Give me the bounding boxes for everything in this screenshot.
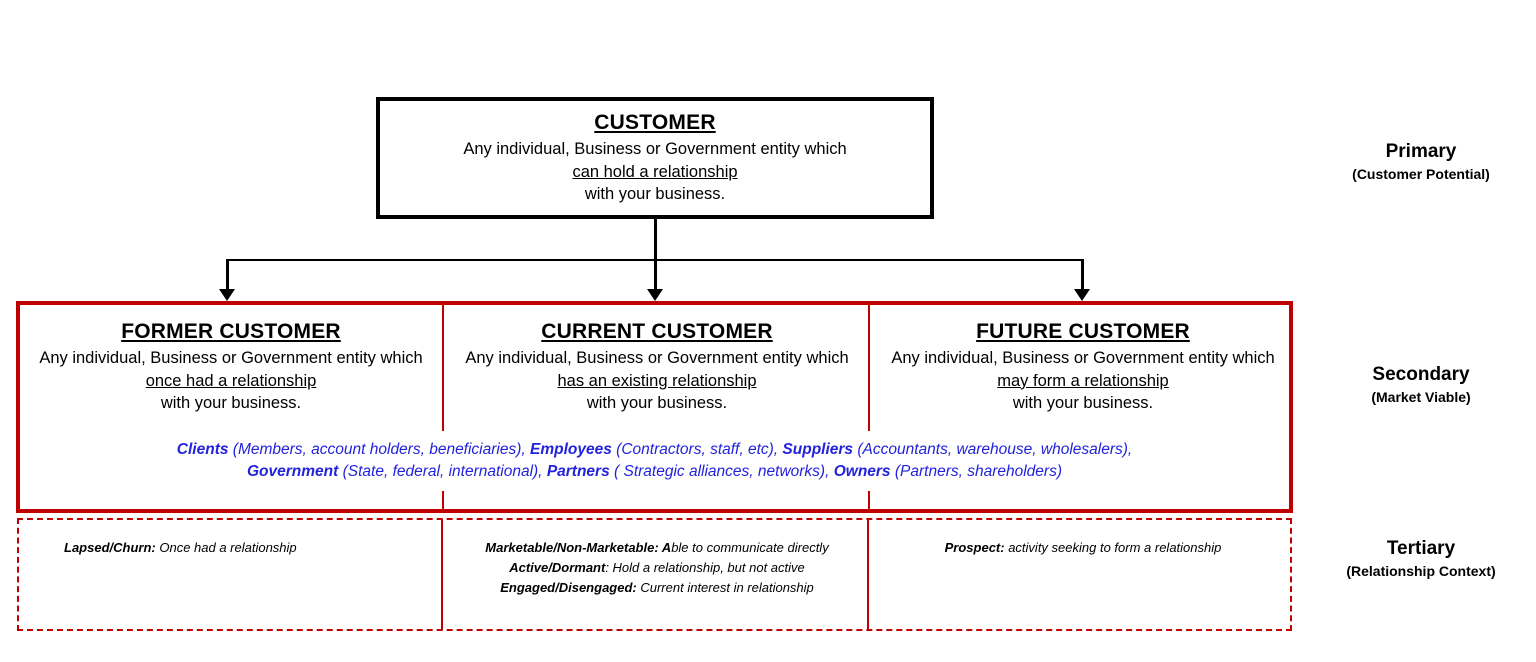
entity-types-block: Clients (Members, account holders, benef… — [20, 439, 1289, 483]
current-customer-title: CURRENT CUSTOMER — [541, 320, 773, 343]
primary-line-2: can hold a relationship — [572, 162, 738, 181]
tier-primary-qualifier: (Customer Potential) — [1352, 165, 1490, 182]
secondary-divider-1-upper — [442, 304, 444, 431]
tertiary-context-row: Lapsed/Churn: Once had a relationship Ma… — [17, 518, 1292, 631]
current-customer-line-3: with your business. — [586, 394, 728, 413]
tier-secondary-qualifier: (Market Viable) — [1371, 388, 1471, 405]
tertiary-column-current: Marketable/Non-Marketable: Able to commu… — [485, 540, 829, 595]
connector-branch-left — [226, 259, 229, 292]
former-customer-line-3: with your business. — [160, 394, 302, 413]
connector-trunk-vertical — [654, 219, 657, 260]
tier-label-tertiary: Tertiary (Relationship Context) — [1306, 537, 1536, 580]
primary-line-1: Any individual, Business or Government e… — [463, 140, 847, 159]
future-customer-line-3: with your business. — [1012, 394, 1154, 413]
tertiary-column-former: Lapsed/Churn: Once had a relationship — [64, 540, 297, 555]
tier-label-secondary: Secondary (Market Viable) — [1306, 363, 1536, 406]
secondary-divider-2-upper — [868, 304, 870, 431]
secondary-divider-2-lower — [868, 491, 870, 513]
connector-branch-middle — [654, 259, 657, 292]
secondary-divider-1-lower — [442, 491, 444, 513]
tertiary-divider-1 — [441, 519, 443, 630]
tier-label-primary: Primary (Customer Potential) — [1306, 140, 1536, 183]
tier-tertiary-qualifier: (Relationship Context) — [1346, 562, 1496, 579]
current-customer-line-2: has an existing relationship — [557, 371, 757, 390]
primary-title: CUSTOMER — [594, 111, 716, 135]
future-customer-title: FUTURE CUSTOMER — [976, 320, 1190, 343]
current-customer-line-1: Any individual, Business or Government e… — [465, 349, 849, 368]
tier-secondary-name: Secondary — [1372, 364, 1470, 385]
future-customer-line-2: may form a relationship — [997, 371, 1169, 390]
arrowhead-former-customer — [219, 289, 235, 301]
connector-branch-right — [1081, 259, 1084, 292]
primary-line-3: with your business. — [584, 185, 726, 204]
former-customer-line-2: once had a relationship — [145, 371, 317, 390]
tier-primary-name: Primary — [1385, 141, 1457, 162]
arrowhead-future-customer — [1074, 289, 1090, 301]
former-customer-title: FORMER CUSTOMER — [121, 320, 341, 343]
tertiary-divider-2 — [867, 519, 869, 630]
future-customer-line-1: Any individual, Business or Government e… — [891, 349, 1275, 368]
former-customer-line-1: Any individual, Business or Government e… — [39, 349, 423, 368]
secondary-column-future-customer: FUTURE CUSTOMER Any individual, Business… — [874, 319, 1292, 415]
secondary-column-current-customer: CURRENT CUSTOMER Any individual, Busines… — [448, 319, 866, 415]
arrowhead-current-customer — [647, 289, 663, 301]
tertiary-column-future: Prospect: activity seeking to form a rel… — [944, 540, 1222, 555]
entity-types-line-2: Government (State, federal, internationa… — [246, 463, 1062, 480]
tier-tertiary-name: Tertiary — [1386, 538, 1456, 559]
secondary-customer-row: FORMER CUSTOMER Any individual, Business… — [16, 301, 1293, 513]
entity-types-line-1: Clients (Members, account holders, benef… — [176, 441, 1133, 458]
secondary-column-former-customer: FORMER CUSTOMER Any individual, Business… — [22, 319, 440, 415]
primary-customer-box: CUSTOMER Any individual, Business or Gov… — [376, 97, 934, 219]
